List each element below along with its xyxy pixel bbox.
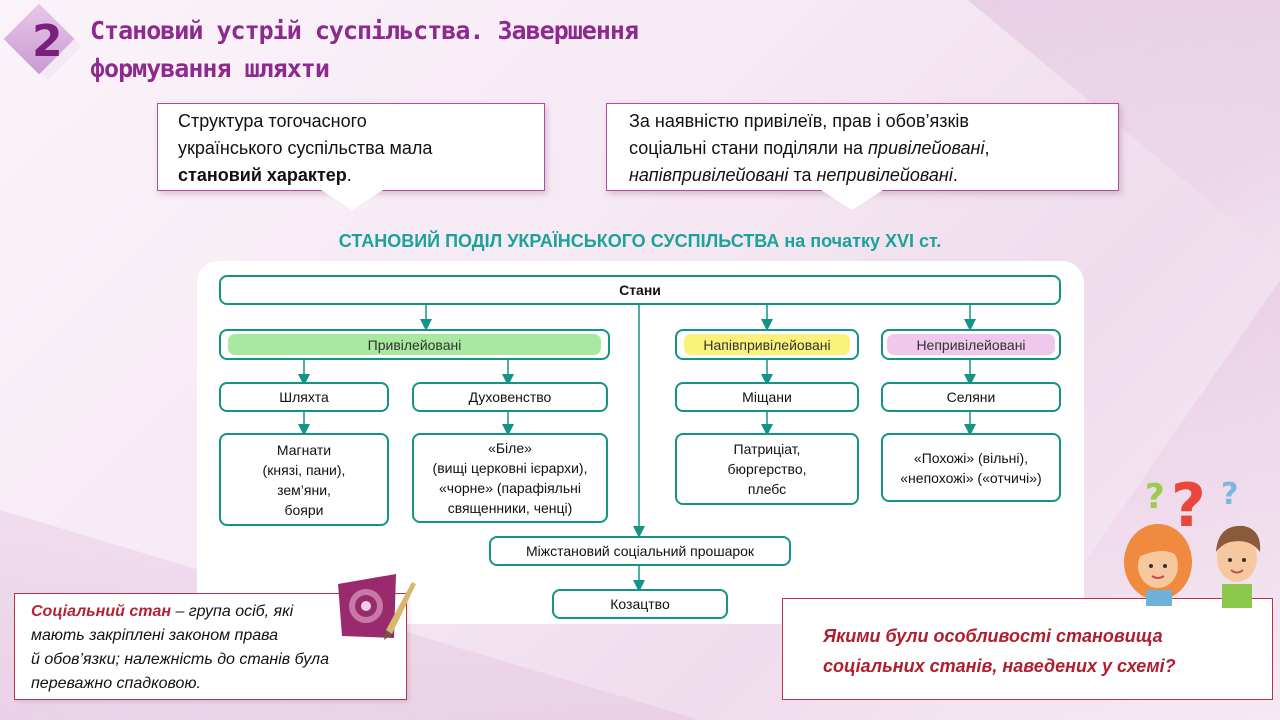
question-line: Якими були особливості становища <box>823 626 1163 646</box>
callout-text: . <box>346 165 352 185</box>
slide-number-badge: 2 <box>3 3 82 80</box>
question-marks-icon: ? ? ? <box>1145 471 1238 536</box>
diagram-title: СТАНОВИЙ ПОДІЛ УКРАЇНСЬКОГО СУСПІЛЬСТВА … <box>0 231 1280 252</box>
non-privileged-label: Непривілейовані <box>887 334 1055 355</box>
seal-stamp-icon <box>338 574 416 640</box>
node-text: зем’яни, <box>277 481 331 498</box>
callout-privileges: За наявністю привілеїв, прав і обов’язкі… <box>606 103 1119 191</box>
callout-tail <box>318 188 386 210</box>
node-text: Патриціат, <box>733 441 801 457</box>
callout-text: соціальні стани поділяли на <box>629 138 869 158</box>
definition-line: Соціальний стан – група осіб, які <box>31 600 398 624</box>
slide-title: Становий устрій суспільства. Завершення … <box>90 12 639 88</box>
boy-avatar-icon <box>1216 525 1261 608</box>
callout-tail <box>818 188 886 210</box>
callout-text: становий характер. <box>178 162 544 189</box>
callout-italic: привілейовані <box>868 138 985 158</box>
callout-text: , <box>984 138 990 158</box>
callout-text: соціальні стани поділяли на привілейован… <box>629 135 1118 162</box>
node-text: священники, ченці) <box>447 500 573 516</box>
node-text: «Похожі» (вільні), <box>913 449 1029 466</box>
question-line: соціальних станів, наведених у схемі? <box>823 656 1176 676</box>
callout-text: За наявністю привілеїв, прав і обов’язкі… <box>629 111 969 131</box>
girl-avatar-icon <box>1124 524 1192 606</box>
node-estates: Стани <box>219 275 1061 305</box>
node-burghers-detail: Патриціат, бюргерство, плебс <box>675 433 859 505</box>
svg-text:?: ? <box>1145 477 1165 517</box>
definition-line: мають закріплені законом права <box>31 627 279 644</box>
callout-text: напівпривілейовані та непривілейовані. <box>629 162 1118 189</box>
node-clergy-detail: «Біле» (вищі церковні ієрархи), «чорне» … <box>412 433 608 523</box>
node-text: Магнати <box>276 441 332 458</box>
node-shliakhta: Шляхта <box>219 382 389 412</box>
node-text: бояри <box>284 501 324 518</box>
node-text: «непохожі» («отчичі») <box>900 469 1042 486</box>
node-burghers: Міщани <box>675 382 859 412</box>
node-privileged: Привілейовані <box>219 329 610 360</box>
definition-box: Соціальний стан – група осіб, які мають … <box>14 593 407 700</box>
node-interclass: Міжстановий соціальний прошарок <box>489 536 791 566</box>
callout-text: українського суспільства мала <box>178 138 433 158</box>
node-peasants-detail: «Похожі» (вільні), «непохожі» («отчичі») <box>881 433 1061 502</box>
definition-text: – група осіб, які <box>171 603 294 620</box>
diagram-title-main: СТАНОВИЙ ПОДІЛ УКРАЇНСЬКОГО СУСПІЛЬСТВА <box>338 231 785 251</box>
node-text: (князі, пани), <box>262 461 346 478</box>
node-text: (вищі церковні ієрархи), <box>432 460 588 476</box>
svg-text:?: ? <box>1221 477 1238 512</box>
node-text: бюргерство, <box>727 461 807 477</box>
callout-text: та <box>788 165 817 185</box>
callout-bold: становий характер <box>178 165 347 185</box>
node-text: «Біле» <box>488 440 532 456</box>
node-semi-privileged: Напівпривілейовані <box>675 329 859 360</box>
callout-italic: непривілейовані <box>816 165 953 185</box>
node-clergy: Духовенство <box>412 382 608 412</box>
definition-term: Соціальний стан <box>31 603 171 620</box>
node-cossacks: Козацтво <box>552 589 728 619</box>
callout-text: . <box>952 165 958 185</box>
svg-text:?: ? <box>1171 471 1206 536</box>
slide-title-line: Становий устрій суспільства. Завершення <box>90 16 639 45</box>
slide-title-line: формування шляхти <box>90 54 330 83</box>
definition-line: й обов’язки; належність до станів була <box>31 651 329 668</box>
slide-number: 2 <box>32 16 63 67</box>
semi-privileged-label: Напівпривілейовані <box>684 334 850 355</box>
node-magnates: Магнати (князі, пани), зем’яни, бояри <box>219 433 389 526</box>
question-box: Якими були особливості становища соціаль… <box>782 598 1273 700</box>
callout-italic: напівпривілейовані <box>629 165 789 185</box>
node-text: плебс <box>747 481 787 497</box>
node-peasants: Селяни <box>881 382 1061 412</box>
diagram-title-sub: на початку XVI ст. <box>784 231 942 251</box>
node-non-privileged: Непривілейовані <box>881 329 1061 360</box>
privileged-label: Привілейовані <box>228 334 601 355</box>
definition-line: переважно спадковою. <box>31 675 201 692</box>
callout-text: Структура тогочасного <box>178 111 367 131</box>
node-text: «чорне» (парафіяльні <box>439 480 581 496</box>
